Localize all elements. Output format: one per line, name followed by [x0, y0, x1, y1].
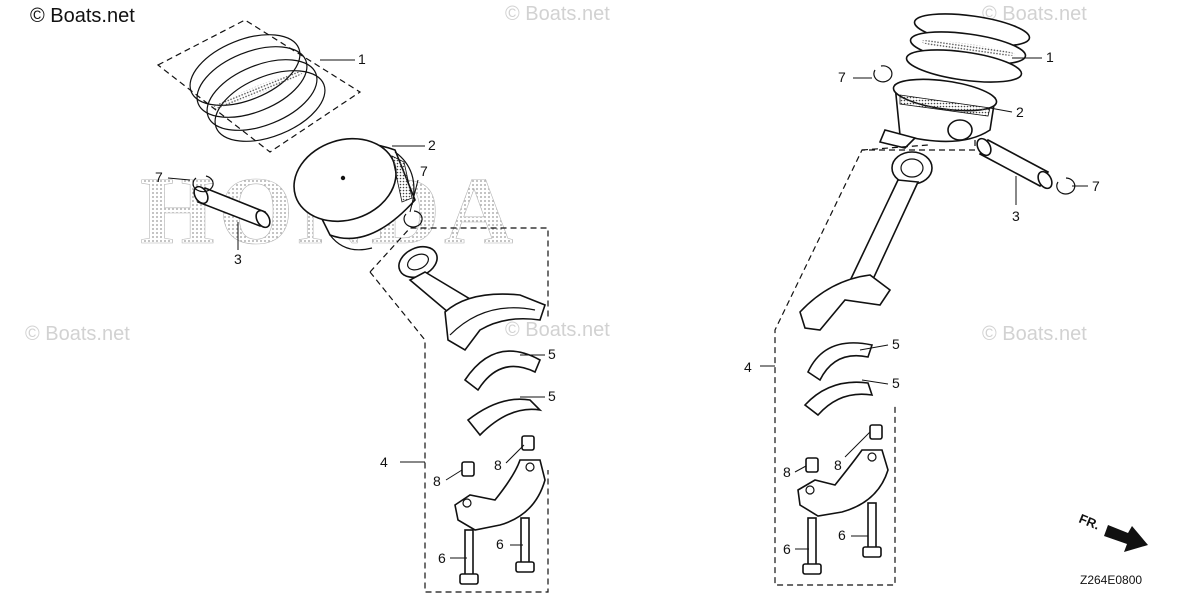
front-direction-label: FR. [1077, 511, 1102, 533]
right-callout-2: 2 [1016, 104, 1024, 120]
right-callout-8-right: 8 [834, 457, 842, 473]
left-callout-6-left: 6 [438, 550, 446, 566]
right-callout-7-left: 7 [838, 69, 846, 85]
right-piston [878, 78, 998, 149]
diagram-code: Z264E0800 [1080, 573, 1142, 587]
right-assembly: 1 2 3 4 5 5 6 6 7 7 8 8 [744, 13, 1100, 586]
left-callout-5-lower: 5 [548, 388, 556, 404]
left-dowel-right [521, 435, 535, 451]
right-callout-4: 4 [744, 359, 752, 375]
left-callout-2: 2 [428, 137, 436, 153]
right-pin-clip-right [1056, 177, 1076, 195]
left-rod-bolt-right [515, 517, 535, 573]
left-dowel-left [461, 461, 475, 477]
watermark-mid-center: © Boats.net [505, 319, 610, 341]
right-callout-5-lower: 5 [892, 375, 900, 391]
right-callout-6-left: 6 [783, 541, 791, 557]
left-connecting-rod [398, 245, 546, 352]
left-rod-cap [454, 459, 546, 531]
right-connecting-rod [799, 151, 933, 331]
watermark-top-center: © Boats.net [505, 3, 610, 25]
right-rod-frame-top [861, 144, 929, 151]
right-callout-1: 1 [1046, 49, 1054, 65]
left-bearing-lower [466, 398, 543, 437]
left-callout-6-right: 6 [496, 536, 504, 552]
watermark-main: © Boats.net [30, 5, 135, 27]
left-callout-4: 4 [380, 454, 388, 470]
watermark-mid-left: © Boats.net [25, 323, 130, 345]
left-rod-frame-bottom [369, 271, 549, 593]
left-piston [293, 137, 416, 251]
right-pin-clip-left [873, 65, 893, 83]
right-rod-bolt-right [862, 502, 882, 558]
front-direction-indicator: FR. [1077, 511, 1148, 552]
left-callout-5-upper: 5 [548, 346, 556, 362]
right-bearing-lower [803, 381, 874, 417]
left-callout-7-right: 7 [420, 163, 428, 179]
left-piston-rings [189, 34, 326, 142]
right-callout-8-left: 8 [783, 464, 791, 480]
right-callout-5-upper: 5 [892, 336, 900, 352]
left-rod-bolt-left [459, 529, 479, 585]
left-callout-8-left: 8 [433, 473, 441, 489]
right-bearing-upper [806, 342, 874, 382]
right-dowel-right [869, 424, 883, 440]
left-pin-clip-left [192, 175, 214, 193]
watermark-mid-right: © Boats.net [982, 323, 1087, 345]
right-piston-rings [905, 13, 1031, 83]
right-piston-pin [976, 137, 1053, 190]
left-callout-7-left: 7 [155, 169, 163, 185]
left-assembly: 1 2 3 4 5 5 6 6 7 7 8 8 [155, 19, 556, 593]
front-arrow-icon [1104, 525, 1148, 552]
left-callout-3: 3 [234, 251, 242, 267]
left-ring-set-frame [156, 19, 362, 153]
watermark-top-right: © Boats.net [982, 3, 1087, 25]
right-rod-cap [797, 449, 889, 517]
left-rod-frame-top [369, 227, 549, 318]
right-callout-3: 3 [1012, 208, 1020, 224]
right-rod-bolt-left [802, 517, 822, 575]
right-callout-6-right: 6 [838, 527, 846, 543]
right-dowel-left [805, 457, 819, 473]
left-pin-clip-right [403, 210, 423, 228]
right-rod-frame [774, 140, 976, 586]
left-bearing-upper [463, 350, 542, 392]
left-callout-1: 1 [358, 51, 366, 67]
left-callout-8-right: 8 [494, 457, 502, 473]
right-callout-7-right: 7 [1092, 178, 1100, 194]
